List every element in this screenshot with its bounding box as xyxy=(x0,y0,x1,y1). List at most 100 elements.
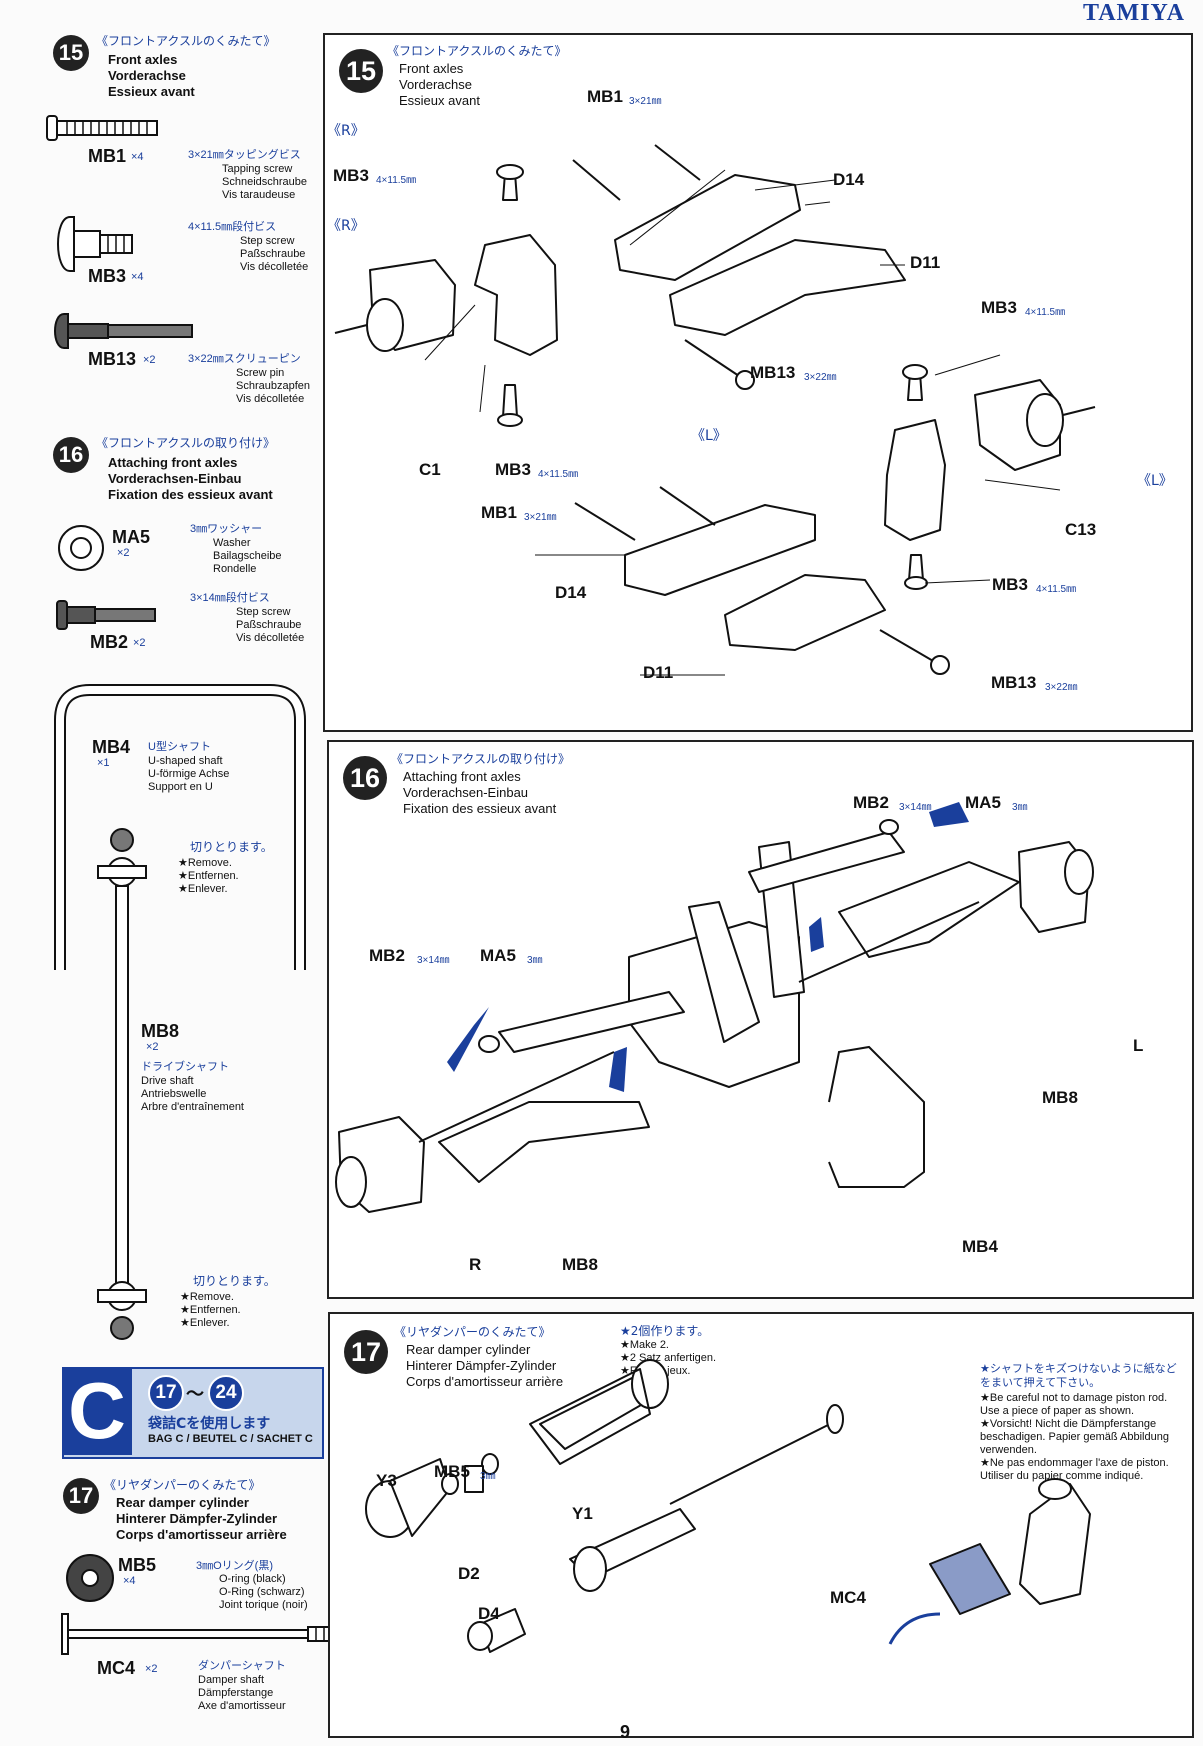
step16-panel: 16 《フロントアクスルの取り付け》 Attaching front axles… xyxy=(327,740,1194,1299)
label-d2: D2 xyxy=(458,1564,480,1583)
part-desc-en-ma5: Washer xyxy=(213,537,251,549)
step15-fr-title: Essieux avant xyxy=(108,84,195,99)
part-desc-de-mb3: Paßschraube xyxy=(240,248,306,260)
panel17-step-number: 17 xyxy=(344,1330,388,1374)
mb3-step-screw-illustration xyxy=(57,216,133,272)
sidebar-step17-en-title: Rear damper cylinder xyxy=(116,1495,249,1510)
part-desc-fr-mc4: Axe d'amortisseur xyxy=(198,1700,286,1712)
ma5-washer-illustration xyxy=(58,525,104,571)
part-desc-en-mb13: Screw pin xyxy=(236,367,285,379)
step17-panel: 17 《リヤダンパーのくみたて》 Rear damper cylinder Hi… xyxy=(328,1312,1194,1738)
label-mb3-r-top: MB3 xyxy=(333,166,369,185)
label-c13: C13 xyxy=(1065,520,1097,539)
label-mc4: MC4 xyxy=(830,1588,866,1607)
part-code-mb1: MB1 xyxy=(88,146,127,166)
panel17-de-title: Hinterer Dämpfer-Zylinder xyxy=(406,1358,557,1373)
part-desc-fr-mb3: Vis décolletée xyxy=(240,261,309,273)
part-qty-mb1: ×4 xyxy=(131,151,144,163)
remove-note-top-en: ★Remove. xyxy=(178,857,232,869)
part-desc-de-mb5: O-Ring (schwarz) xyxy=(219,1586,305,1598)
part-spec-mb2: 3×14㎜段付ビス xyxy=(190,592,270,604)
label-d11-l: D11 xyxy=(643,663,674,682)
mb1-screw-illustration xyxy=(46,115,158,141)
label-side-l-mid: 《L》 xyxy=(691,428,727,444)
label-d14-l: D14 xyxy=(555,583,587,602)
label-mb5-spec: 3㎜ xyxy=(480,1471,496,1482)
make-two-en: ★Make 2. xyxy=(620,1339,669,1351)
panel15-de-title: Vorderachse xyxy=(399,77,472,92)
part-qty-mc4: ×2 xyxy=(145,1663,158,1675)
label-mb3-r-top-spec: 4×11.5㎜ xyxy=(376,175,417,186)
part-desc-fr-mb13: Vis décolletée xyxy=(236,393,305,405)
part-desc-de-mc4: Dämpferstange xyxy=(198,1687,274,1699)
label-mb3-r-bottom: MB3 xyxy=(495,460,531,479)
panel16-de-title: Vorderachsen-Einbau xyxy=(403,785,529,800)
part-desc-de-mb4: U-förmige Achse xyxy=(148,768,230,780)
label-mb3-r-bottom-spec: 4×11.5㎜ xyxy=(538,469,579,480)
step15-en-title: Front axles xyxy=(108,52,178,67)
mc4-damper-shaft-illustration xyxy=(61,1613,357,1655)
part-code-mc4: MC4 xyxy=(97,1658,136,1678)
label-y1: Y1 xyxy=(572,1504,593,1523)
step-number-15: 15 xyxy=(53,35,89,71)
caution-note-fr: ★Ne pas endommager l'axe de piston. Util… xyxy=(980,1457,1169,1482)
sidebar: 15 《フロントアクスルのくみたて》 Front axles Vorderach… xyxy=(0,0,357,1746)
rear-damper-exploded-diagram xyxy=(365,1359,1091,1653)
panel16-step-number: 16 xyxy=(343,756,387,800)
part-qty-mb13: ×2 xyxy=(143,354,156,366)
step16-en-title: Attaching front axles xyxy=(108,455,238,470)
part-code-ma5: MA5 xyxy=(112,527,151,547)
part-spec-ma5: 3㎜ワッシャー xyxy=(190,523,263,535)
remove-note-bottom-jp: 切りとります。 xyxy=(193,1274,276,1288)
bag-range-from: 17 xyxy=(148,1375,184,1411)
part-qty-mb2: ×2 xyxy=(133,637,146,649)
step15-panel: 15 《フロントアクスルのくみたて》 Front axles Vorderach… xyxy=(323,33,1193,732)
part-desc-de-mb2: Paßschraube xyxy=(236,619,302,631)
part-spec-mb3: 4×11.5㎜段付ビス xyxy=(188,221,277,233)
label-mb4: MB4 xyxy=(962,1237,998,1256)
label-mb5: MB5 xyxy=(434,1462,470,1481)
part-desc-de-mb13: Schraubzapfen xyxy=(236,380,310,392)
label-mb1-lower: MB1 xyxy=(481,503,517,522)
label-ma5-left-spec: 3㎜ xyxy=(527,955,543,966)
part-spec-mb4: U型シャフト xyxy=(148,741,211,753)
part-desc-en-mb2: Step screw xyxy=(236,606,291,618)
label-d4: D4 xyxy=(478,1604,500,1623)
panel16-jp-title: 《フロントアクスルの取り付け》 xyxy=(391,752,571,766)
front-axle-exploded-diagram xyxy=(334,144,1096,676)
brand-logo: TAMIYA xyxy=(1082,0,1185,26)
part-qty-ma5: ×2 xyxy=(117,547,130,559)
sidebar-step-number-17: 17 xyxy=(63,1478,99,1514)
remove-note-bottom-fr: ★Enlever. xyxy=(180,1317,230,1329)
remove-note-bottom-en: ★Remove. xyxy=(180,1291,234,1303)
panel15-en-title: Front axles xyxy=(399,61,464,76)
part-desc-en-mb5: O-ring (black) xyxy=(219,1573,286,1585)
label-d14-r: D14 xyxy=(833,170,865,189)
panel16-en-title: Attaching front axles xyxy=(403,769,521,784)
label-ma5-right: MA5 xyxy=(965,793,1001,812)
bag-letter: C xyxy=(62,1366,132,1455)
label-mb3-l-bottom-spec: 4×11.5㎜ xyxy=(1036,584,1077,595)
part-desc-en-mb3: Step screw xyxy=(240,235,295,247)
label-mb3-l-bottom: MB3 xyxy=(992,575,1028,594)
part-desc-en-mc4: Damper shaft xyxy=(198,1674,265,1686)
label-mb3-l-top: MB3 xyxy=(981,298,1017,317)
bag-range-tilde: ～ xyxy=(186,1384,204,1404)
label-mb2-right: MB2 xyxy=(853,793,889,812)
part-code-mb5: MB5 xyxy=(118,1555,157,1575)
part-spec-mb5: 3㎜Oリング(黒) xyxy=(196,1560,273,1572)
remove-note-top-de: ★Entfernen. xyxy=(178,870,239,882)
step16-jp-title: 《フロントアクスルの取り付け》 xyxy=(96,436,276,450)
part-code-mb4: MB4 xyxy=(92,737,131,757)
part-desc-fr-mb8: Arbre d'entraînement xyxy=(141,1101,244,1113)
part-spec-mb1: 3×21㎜タッピングビス xyxy=(188,149,301,161)
panel15-jp-title: 《フロントアクスルのくみたて》 xyxy=(387,44,567,58)
label-mb2-left: MB2 xyxy=(369,946,405,965)
part-qty-mb5: ×4 xyxy=(123,1575,136,1587)
step16-de-title: Vorderachsen-Einbau xyxy=(108,471,242,486)
label-mb2-right-spec: 3×14㎜ xyxy=(899,802,932,813)
caution-note-de: ★Vorsicht! Nicht die Dämpferstange besch… xyxy=(980,1418,1169,1456)
remove-note-top-jp: 切りとります。 xyxy=(190,840,273,854)
part-qty-mb8: ×2 xyxy=(146,1041,159,1053)
caution-note-en: ★Be careful not to damage piston rod. Us… xyxy=(980,1392,1168,1417)
